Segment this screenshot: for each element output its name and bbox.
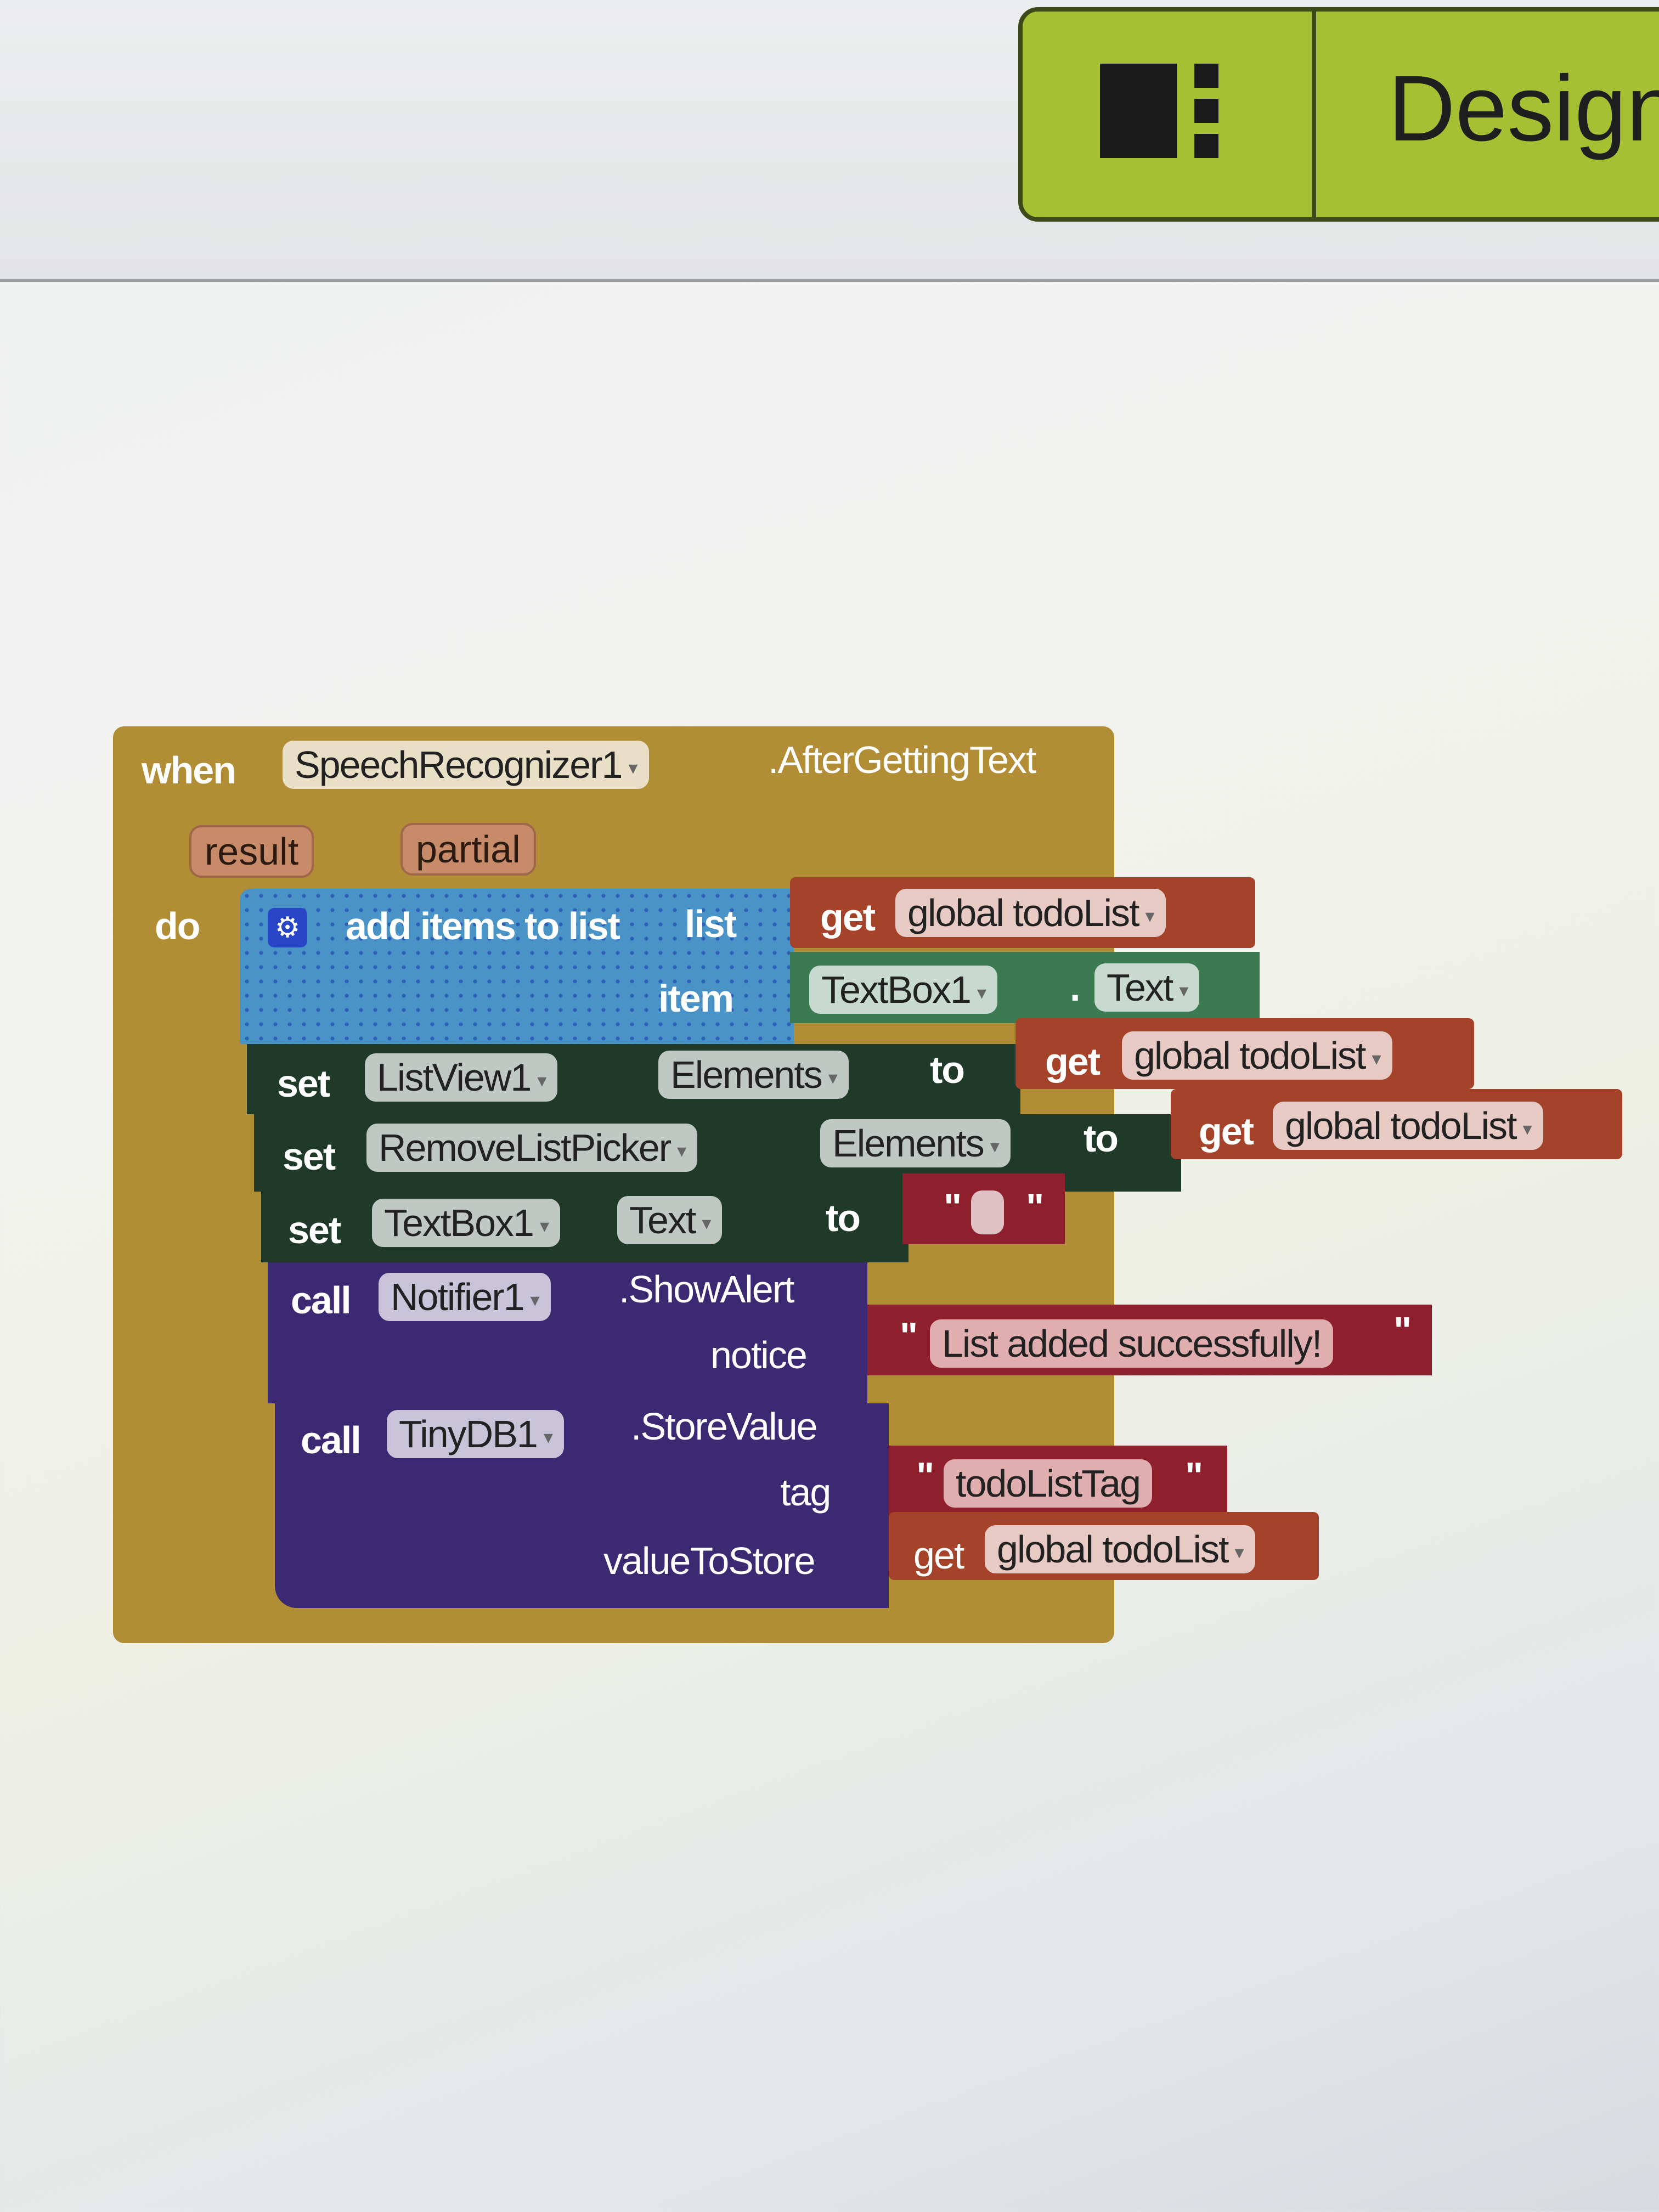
variable-name: global todoList <box>907 891 1139 934</box>
set-listview-elements-block[interactable] <box>247 1044 1020 1114</box>
call-notifier-showalert-block[interactable] <box>268 1262 867 1403</box>
tag-label: tag <box>780 1471 831 1514</box>
add-items-label: add items to list <box>346 905 620 947</box>
component-name: Notifier1 <box>391 1276 525 1318</box>
dropdown-arrow-icon: ▾ <box>1145 905 1154 927</box>
set-textbox-text-block[interactable] <box>261 1192 909 1262</box>
property-dropdown[interactable]: Text ▾ <box>617 1196 723 1244</box>
property-dropdown[interactable]: Elements▾ <box>658 1051 849 1099</box>
component-dropdown[interactable]: SpeechRecognizer1▾ <box>283 741 649 789</box>
designer-label[interactable]: Design <box>1388 57 1659 161</box>
component-name: TinyDB1 <box>399 1413 538 1455</box>
get-keyword: get <box>820 896 876 939</box>
get-keyword: get <box>1199 1110 1254 1153</box>
variable-name: global todoList <box>1285 1104 1517 1147</box>
call-keyword: call <box>291 1279 352 1322</box>
component-dropdown[interactable]: ListView1▾ <box>365 1053 558 1102</box>
call-keyword: call <box>301 1419 362 1462</box>
property-name: Text <box>1107 966 1173 1009</box>
to-keyword: to <box>826 1197 861 1239</box>
set-keyword: set <box>277 1062 330 1105</box>
call-tinydb-storevalue-block[interactable] <box>275 1403 889 1608</box>
set-keyword: set <box>288 1209 341 1251</box>
empty-text-field[interactable] <box>971 1190 1004 1234</box>
toolbar-divider <box>1312 7 1316 222</box>
quote-open: " <box>900 1314 918 1357</box>
variable-dropdown[interactable]: global todoList▾ <box>1273 1102 1543 1150</box>
dropdown-arrow-icon: ▾ <box>628 757 637 778</box>
method-name: .StoreValue <box>631 1405 818 1448</box>
notice-text-field[interactable]: List added successfully! <box>930 1319 1334 1368</box>
dropdown-arrow-icon: ▾ <box>990 1136 1000 1157</box>
quote-open: " <box>916 1454 934 1497</box>
to-keyword: to <box>930 1048 965 1091</box>
variable-name: global todoList <box>1134 1034 1366 1077</box>
dropdown-arrow-icon: ▾ <box>543 1426 553 1448</box>
quote-close: " <box>1393 1309 1412 1352</box>
to-keyword: to <box>1084 1117 1119 1160</box>
dropdown-arrow-icon: ▾ <box>537 1070 546 1091</box>
property-name: Text <box>629 1199 696 1242</box>
list-socket-label: list <box>685 902 737 945</box>
notice-label: notice <box>710 1334 808 1376</box>
variable-name: global todoList <box>997 1528 1229 1571</box>
component-name: SpeechRecognizer1 <box>295 743 623 786</box>
dropdown-arrow-icon: ▾ <box>1522 1118 1532 1139</box>
quote-close: " <box>1185 1454 1203 1497</box>
dropdown-arrow-icon: ▾ <box>702 1212 711 1234</box>
dropdown-arrow-icon: ▾ <box>539 1215 549 1237</box>
get-keyword: get <box>913 1534 964 1577</box>
component-name: ListView1 <box>377 1056 532 1099</box>
component-dropdown[interactable]: TinyDB1▾ <box>387 1410 564 1458</box>
dropdown-arrow-icon: ▾ <box>677 1140 686 1161</box>
component-name: TextBox1 <box>384 1201 534 1244</box>
dropdown-arrow-icon: ▾ <box>530 1289 540 1311</box>
component-dropdown[interactable]: TextBox1▾ <box>809 966 998 1014</box>
dropdown-arrow-icon: ▾ <box>1372 1048 1381 1069</box>
param-result[interactable]: result <box>189 825 314 878</box>
component-dropdown[interactable]: Notifier1▾ <box>379 1273 551 1321</box>
component-name: TextBox1 <box>821 968 972 1011</box>
variable-dropdown[interactable]: global todoList ▾ <box>895 889 1166 937</box>
dropdown-arrow-icon: ▾ <box>1234 1542 1244 1563</box>
item-socket-label: item <box>658 977 734 1020</box>
tag-text-field[interactable]: todoListTag <box>944 1459 1153 1508</box>
property-name: Elements <box>670 1053 823 1096</box>
set-keyword: set <box>283 1135 336 1178</box>
variable-dropdown[interactable]: global todoList▾ <box>985 1525 1255 1573</box>
dot-separator: . <box>1070 966 1081 1009</box>
quote-open: " <box>944 1186 962 1228</box>
do-label: do <box>155 905 201 947</box>
dropdown-arrow-icon: ▾ <box>977 982 986 1003</box>
dropdown-arrow-icon: ▾ <box>1179 980 1188 1001</box>
mutator-gear-icon[interactable]: ⚙ <box>268 908 307 947</box>
designer-layout-icon <box>1100 64 1220 158</box>
when-keyword: when <box>142 749 236 792</box>
component-dropdown[interactable]: TextBox1▾ <box>372 1199 561 1247</box>
event-name: .AfterGettingText <box>768 738 1036 781</box>
component-dropdown[interactable]: RemoveListPicker▾ <box>366 1124 698 1172</box>
component-name: RemoveListPicker <box>379 1126 672 1169</box>
variable-dropdown[interactable]: global todoList ▾ <box>1122 1031 1392 1080</box>
property-name: Elements <box>832 1122 985 1165</box>
value-to-store-label: valueToStore <box>603 1539 816 1582</box>
get-keyword: get <box>1045 1040 1101 1083</box>
quote-close: " <box>1026 1186 1044 1228</box>
property-dropdown[interactable]: Text ▾ <box>1094 963 1200 1012</box>
method-name: .ShowAlert <box>619 1268 794 1311</box>
dropdown-arrow-icon: ▾ <box>828 1067 838 1088</box>
property-dropdown[interactable]: Elements▾ <box>820 1119 1011 1167</box>
param-partial[interactable]: partial <box>400 823 536 876</box>
add-items-to-list-block[interactable] <box>240 889 794 1044</box>
